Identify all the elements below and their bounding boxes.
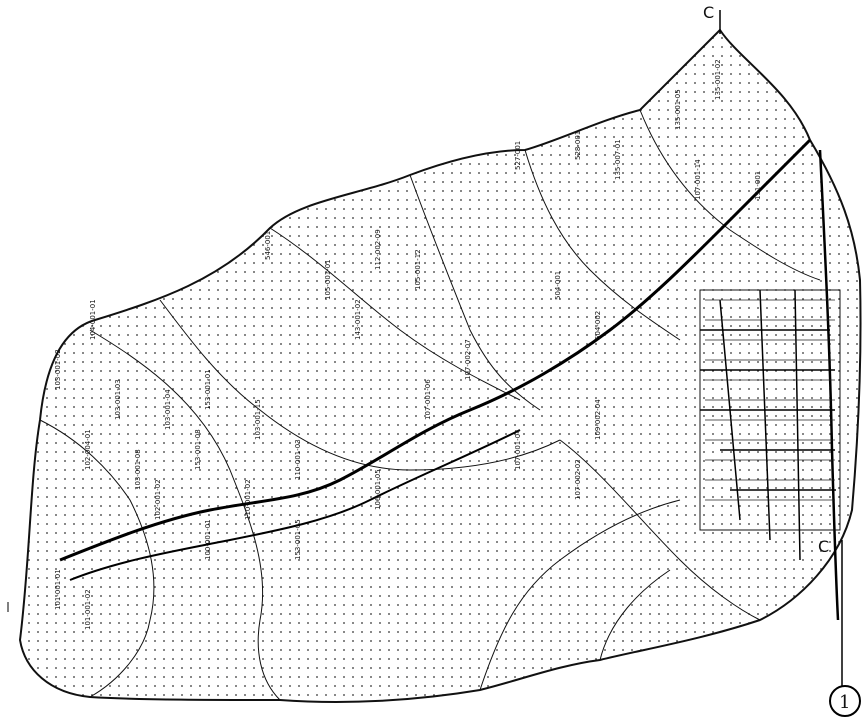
parcel-label: 107-001-04 (514, 429, 522, 470)
parcel-label: 528-001 (574, 131, 582, 160)
sheet-number: 1 (839, 692, 850, 713)
parcel-label: 153-001-01 (204, 369, 212, 410)
parcel-label: 105-001-12 (414, 249, 422, 290)
parcel-label: 135-001-02 (714, 59, 722, 100)
parcel-label: 107-001-06 (424, 379, 432, 420)
parcel-labels: 104-001-01 103-001-02 103-001-03 103-001-04… (54, 59, 762, 630)
parcel-label: 104-001-01 (89, 299, 97, 340)
parcel-label: 102-004-01 (84, 429, 92, 470)
parcel-label: 107-002-02 (574, 459, 582, 500)
parcel-label: 143-001-02 (354, 299, 362, 340)
section-marker-label: C (818, 537, 829, 556)
map-area-outline (18, 28, 862, 703)
parcel-label: 135-007-01 (614, 139, 622, 180)
parcel-label: 504-001 (554, 271, 562, 300)
parcel-label: 110-001-03 (294, 439, 302, 480)
urban-area (699, 289, 841, 531)
parcel-label: 103-001-15 (254, 399, 262, 440)
parcel-label: 101-001-01 (54, 569, 62, 610)
parcel-label: 107-002-07 (464, 339, 472, 380)
parcel-label: 103-001-04 (164, 389, 172, 430)
parcel-label: 112-002-09 (374, 229, 382, 270)
parcel-boundaries (39, 109, 821, 701)
parcel-label: 105-001-01 (324, 259, 332, 300)
parcel-label: 107-001-14 (694, 159, 702, 200)
parcel-label: 101-001-02 (84, 589, 92, 630)
parcel-label: 546-001 (264, 231, 272, 260)
parcel-label: 153-001-05 (294, 519, 302, 560)
parcel-label: 504-002 (594, 311, 602, 340)
parcel-label: 527-001 (514, 141, 522, 170)
parcel-label: 103-001-02 (54, 349, 62, 390)
parcel-label: 103-001-03 (114, 379, 122, 420)
parcel-label: 109-002-04 (594, 399, 602, 440)
parcel-label: 102-001-02 (154, 479, 162, 520)
parcel-label: 110-001-02 (244, 479, 252, 520)
section-marker-top: C (703, 3, 721, 34)
parcel-label: 153-001-08 (194, 429, 202, 470)
sheet-number-badge: 1 (829, 685, 861, 717)
parcel-label: 106-001-05 (374, 469, 382, 510)
parcel-label: 135-001-05 (674, 89, 682, 130)
parcel-label: 103-001-08 (134, 449, 142, 490)
parcel-label: 191-001 (754, 171, 762, 200)
parcel-label: 100-001-01 (204, 519, 212, 560)
road-network (59, 138, 840, 621)
section-marker-bottom: C (818, 537, 843, 700)
section-marker-label: C (703, 3, 714, 22)
